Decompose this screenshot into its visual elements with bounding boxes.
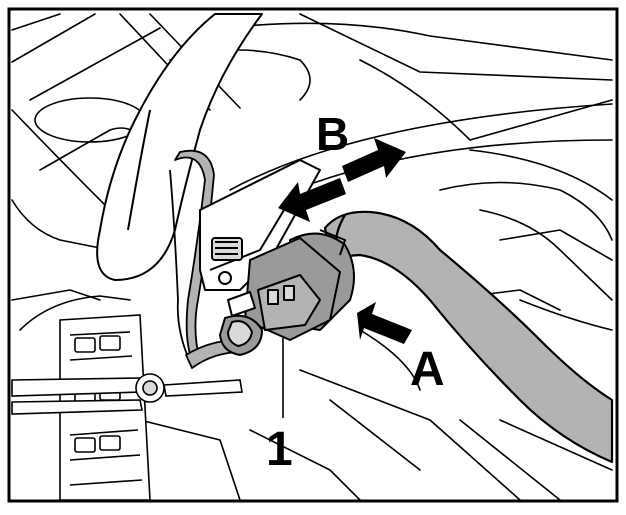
electrical-connector: [219, 229, 355, 356]
u-pipe: [96, 13, 263, 281]
lower-cable: [11, 373, 243, 415]
callout-a-label: A: [410, 343, 445, 396]
arrow-a: [357, 302, 412, 344]
callout-b-label: B: [316, 108, 349, 160]
callout-1-label: 1: [266, 423, 293, 476]
arrow-b: [278, 138, 406, 222]
